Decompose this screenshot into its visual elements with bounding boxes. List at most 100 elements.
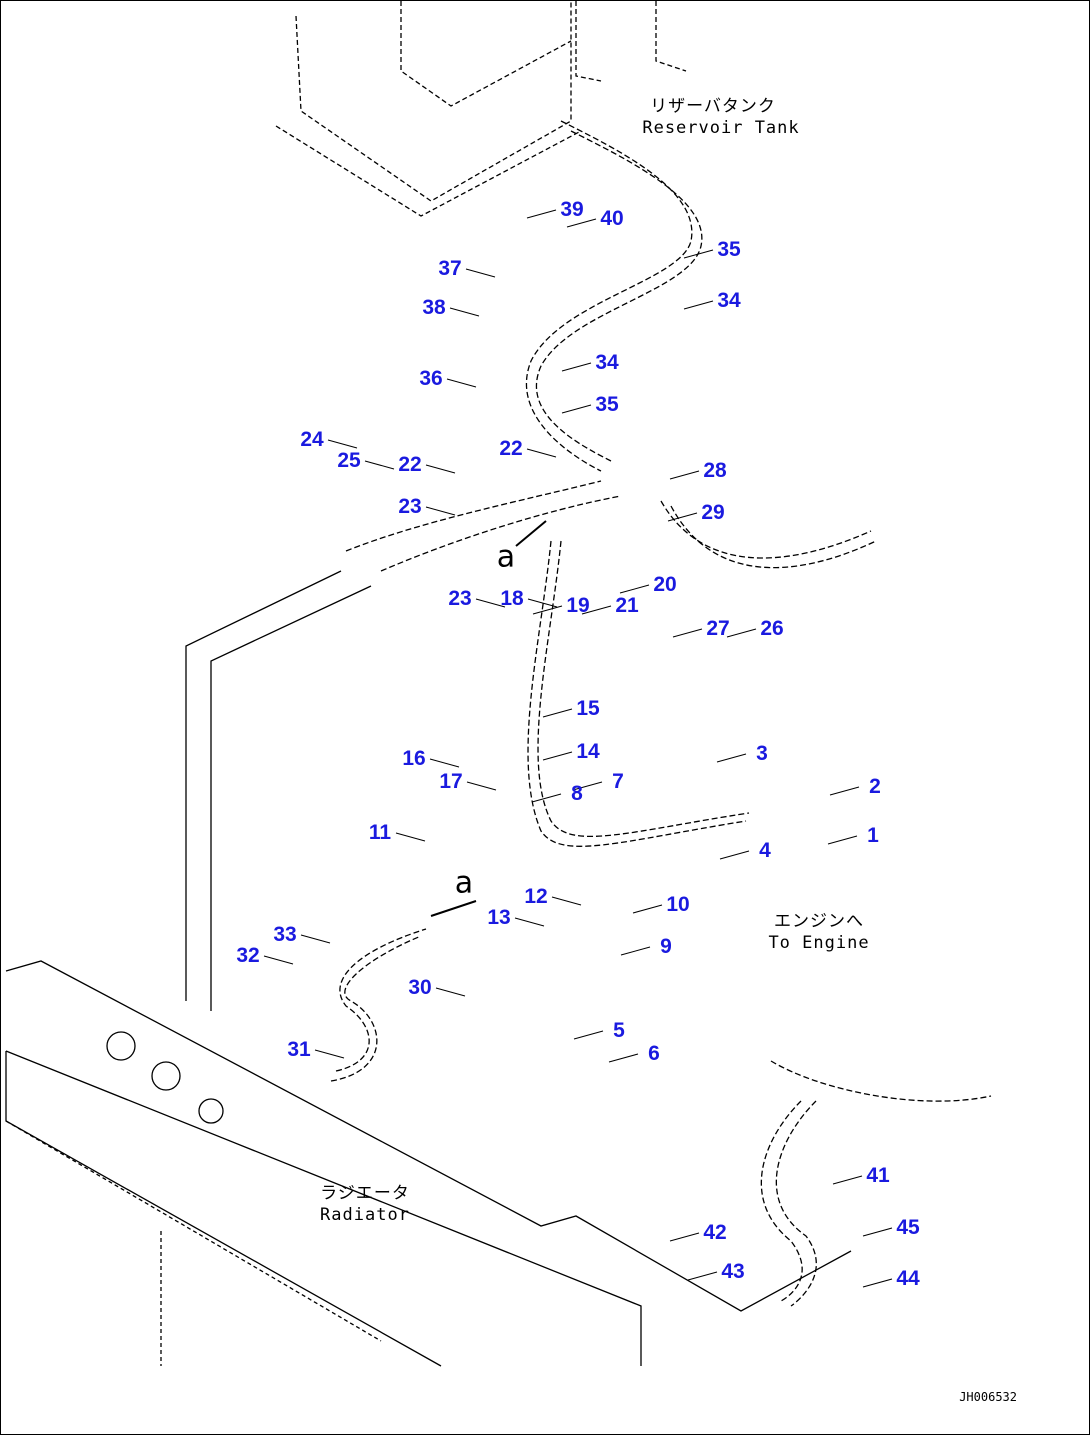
- callout-27[interactable]: 27: [706, 617, 730, 640]
- leader-line: [531, 793, 562, 803]
- leader-line: [667, 512, 698, 522]
- leader-line: [314, 1049, 345, 1059]
- callout-12[interactable]: 12: [524, 885, 548, 908]
- callout-32[interactable]: 32: [236, 944, 260, 967]
- leader-line: [395, 832, 426, 842]
- leader-line: [716, 753, 747, 763]
- callout-41[interactable]: 41: [866, 1164, 890, 1187]
- callout-20[interactable]: 20: [653, 573, 677, 596]
- callout-34[interactable]: 34: [595, 351, 619, 374]
- callout-5[interactable]: 5: [613, 1019, 625, 1042]
- callout-13[interactable]: 13: [487, 906, 511, 929]
- to-engine-label-jp: エンジンへ: [774, 911, 864, 932]
- leader-line: [465, 268, 496, 278]
- reservoir-tank-label: Reservoir Tank: [642, 118, 800, 138]
- callout-45[interactable]: 45: [896, 1216, 920, 1239]
- leader-line: [572, 781, 603, 791]
- callout-11[interactable]: 11: [368, 821, 392, 844]
- leader-line: [527, 598, 558, 608]
- callout-34[interactable]: 34: [717, 289, 741, 312]
- callout-36[interactable]: 36: [419, 367, 443, 390]
- callout-38[interactable]: 38: [422, 296, 446, 319]
- leader-lines: [263, 209, 893, 1288]
- leader-line: [446, 378, 477, 388]
- callout-10[interactable]: 10: [666, 893, 690, 916]
- view-mark-a: a: [496, 539, 516, 575]
- callout-22[interactable]: 22: [499, 437, 523, 460]
- callout-33[interactable]: 33: [273, 923, 297, 946]
- leader-line: [669, 470, 700, 480]
- leader-line: [542, 708, 573, 718]
- view-arrows: [430, 520, 547, 917]
- callout-30[interactable]: 30: [408, 976, 432, 999]
- callout-23[interactable]: 23: [398, 495, 422, 518]
- callout-6[interactable]: 6: [648, 1042, 660, 1065]
- leader-line: [619, 584, 650, 594]
- radiator-label-jp: ラジエータ: [320, 1183, 410, 1204]
- drawing-code: JH006532: [959, 1390, 1017, 1404]
- radiator-label: Radiator: [320, 1205, 410, 1225]
- callout-22[interactable]: 22: [398, 453, 422, 476]
- leader-line: [514, 917, 545, 927]
- leader-line: [551, 896, 582, 906]
- callout-4[interactable]: 4: [759, 839, 771, 862]
- callout-23[interactable]: 23: [448, 587, 472, 610]
- callout-17[interactable]: 17: [439, 770, 463, 793]
- callout-21[interactable]: 21: [615, 594, 639, 617]
- leader-line: [669, 1232, 700, 1242]
- leader-line: [327, 439, 358, 449]
- leader-line: [542, 751, 573, 761]
- callout-28[interactable]: 28: [703, 459, 727, 482]
- callout-9[interactable]: 9: [660, 935, 672, 958]
- callout-15[interactable]: 15: [576, 697, 600, 720]
- callout-2[interactable]: 2: [869, 775, 881, 798]
- leader-line: [829, 786, 860, 796]
- callout-26[interactable]: 26: [760, 617, 784, 640]
- callout-24[interactable]: 24: [300, 428, 324, 451]
- callout-29[interactable]: 29: [701, 501, 725, 524]
- hoses: [330, 120, 992, 1307]
- reservoir-tank: [275, 1, 687, 217]
- leader-line: [300, 934, 331, 944]
- leader-line: [608, 1053, 639, 1063]
- leader-line: [532, 605, 563, 615]
- leader-line: [827, 835, 858, 845]
- leader-line: [719, 850, 750, 860]
- callout-31[interactable]: 31: [287, 1038, 311, 1061]
- callout-1[interactable]: 1: [867, 824, 879, 847]
- callout-25[interactable]: 25: [337, 449, 361, 472]
- callout-39[interactable]: 39: [560, 198, 584, 221]
- callout-3[interactable]: 3: [756, 742, 768, 765]
- reservoir-tank-label-jp: リザーバタンク: [650, 96, 776, 117]
- callout-7[interactable]: 7: [612, 770, 624, 793]
- callout-44[interactable]: 44: [896, 1267, 920, 1290]
- callout-8[interactable]: 8: [571, 782, 583, 805]
- callout-43[interactable]: 43: [721, 1260, 745, 1283]
- leader-line: [435, 987, 466, 997]
- callout-19[interactable]: 19: [566, 594, 590, 617]
- callout-37[interactable]: 37: [438, 257, 462, 280]
- leader-line: [862, 1278, 893, 1288]
- leader-line: [561, 404, 592, 414]
- leader-line: [475, 598, 506, 608]
- callout-42[interactable]: 42: [703, 1221, 727, 1244]
- leader-line: [683, 300, 714, 310]
- pipe-frame: [185, 570, 372, 1011]
- leader-line: [672, 628, 703, 638]
- leader-line: [429, 758, 460, 768]
- leader-line: [364, 460, 395, 470]
- callout-35[interactable]: 35: [717, 238, 741, 261]
- leader-line: [449, 307, 480, 317]
- callout-16[interactable]: 16: [402, 747, 426, 770]
- callout-35[interactable]: 35: [595, 393, 619, 416]
- leader-line: [425, 464, 456, 474]
- leader-line: [687, 1271, 718, 1281]
- callout-14[interactable]: 14: [576, 740, 600, 763]
- leader-line: [263, 955, 294, 965]
- leader-line: [526, 448, 557, 458]
- callout-18[interactable]: 18: [500, 587, 524, 610]
- leader-line: [620, 946, 651, 956]
- callout-40[interactable]: 40: [600, 207, 624, 230]
